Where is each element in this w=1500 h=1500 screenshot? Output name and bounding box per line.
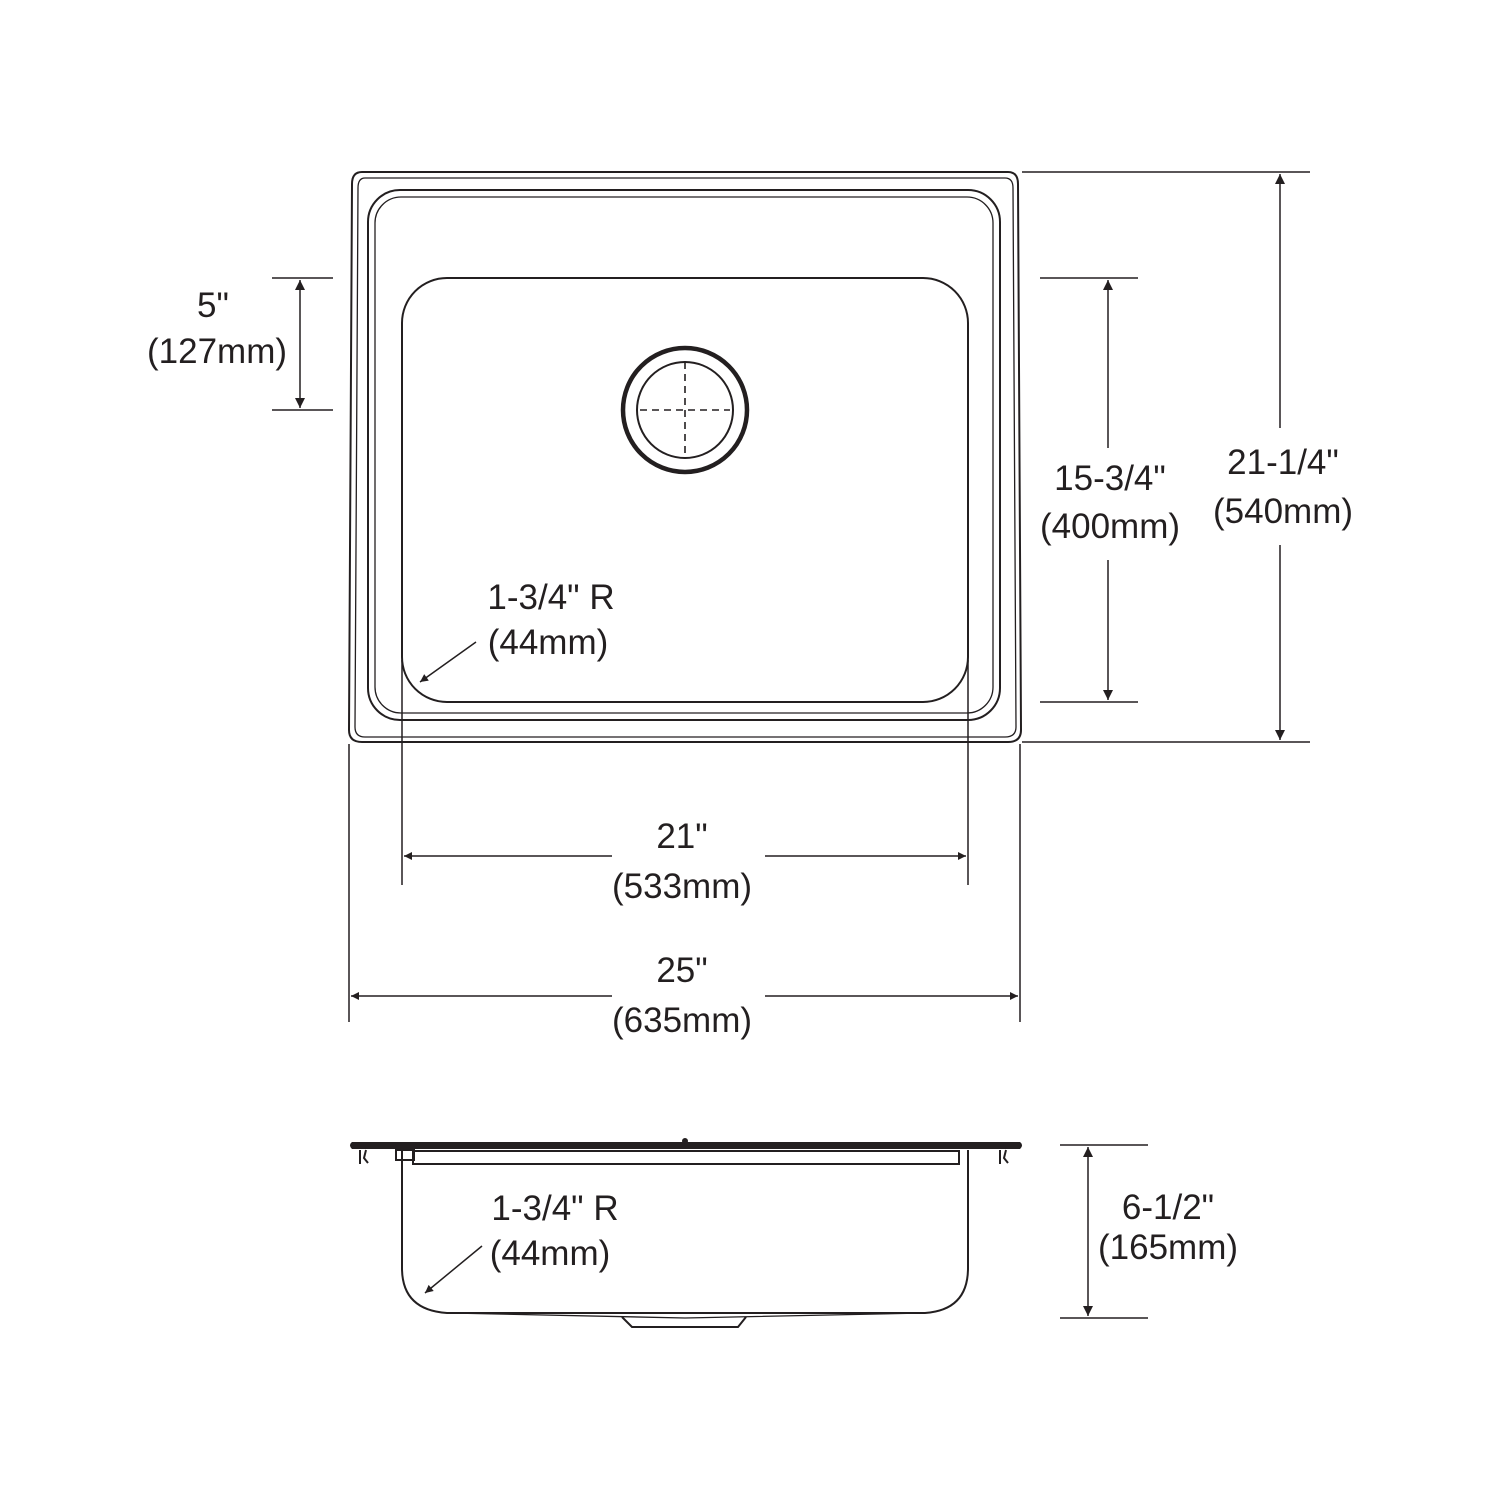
radius-label-in: 1-3/4" R — [487, 578, 614, 617]
dimension-label-in: 21" — [656, 817, 707, 856]
dimension-label-mm: (165mm) — [1098, 1228, 1238, 1267]
dimension-label-in: 6-1/2" — [1122, 1188, 1214, 1227]
dimension-15-3-4in: 15-3/4" (400mm) — [1040, 277, 1180, 703]
dimension-label-mm: (127mm) — [147, 332, 287, 371]
corner-radius-callout: 1-3/4" R (44mm) — [419, 578, 615, 683]
dimension-label-mm: (635mm) — [612, 1001, 752, 1040]
drain-stub — [621, 1316, 747, 1328]
sink-rim-outer — [347, 171, 1023, 743]
dimension-label-in: 25" — [656, 951, 707, 990]
radius-label-mm: (44mm) — [488, 623, 609, 662]
dimension-label-mm: (400mm) — [1040, 507, 1180, 546]
dimension-label-in: 15-3/4" — [1054, 459, 1166, 498]
dimension-label-in: 21-1/4" — [1227, 443, 1339, 482]
radius-label-mm: (44mm) — [490, 1234, 611, 1273]
bowl-outline — [401, 277, 969, 703]
dimension-21-1-4in: 21-1/4" (540mm) — [1022, 171, 1353, 743]
bowl-profile — [401, 1150, 969, 1314]
dimension-5in: 5" (127mm) — [147, 277, 333, 411]
sink-rim-inner — [367, 189, 1001, 721]
dimension-label-in: 5" — [197, 286, 229, 325]
radius-label-in: 1-3/4" R — [491, 1189, 618, 1228]
drain — [620, 345, 750, 475]
dimension-label-mm: (533mm) — [612, 867, 752, 906]
side-view: 6-1/2" (165mm) 1-3/4" R (44mm) — [350, 1138, 1238, 1328]
dimension-label-mm: (540mm) — [1213, 492, 1353, 531]
dimension-21in: 21" (533mm) — [401, 660, 969, 906]
top-view: 5" (127mm) 15-3/4" (400mm) 21-1/4" (540m… — [147, 171, 1353, 1040]
side-corner-radius-callout: 1-3/4" R (44mm) — [424, 1189, 619, 1294]
dimension-6-1-2in: 6-1/2" (165mm) — [1060, 1144, 1238, 1319]
dimension-25in: 25" (635mm) — [348, 744, 1021, 1040]
sink-flange — [350, 1138, 1022, 1165]
